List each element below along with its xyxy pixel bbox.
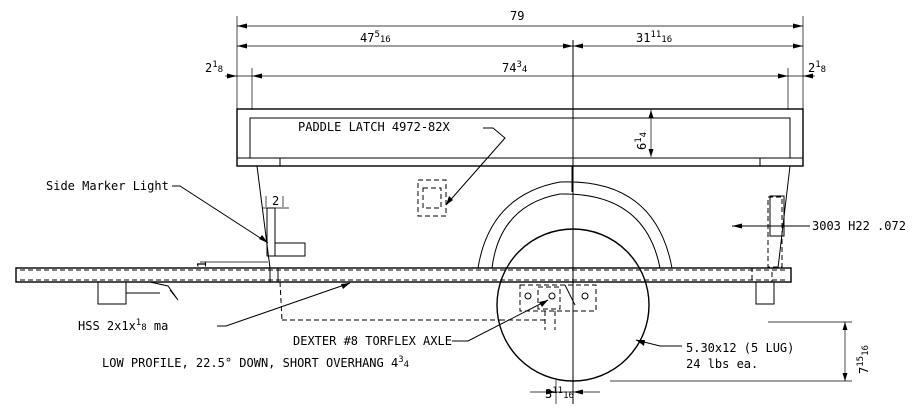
- svg-text:71516: 71516: [856, 345, 871, 374]
- axle-spec-label: LOW PROFILE, 22.5° DOWN, SHORT OVERHANG …: [102, 356, 398, 370]
- axle-spec-den: 4: [404, 360, 409, 370]
- edge-left-num: 1: [212, 60, 217, 70]
- side-marker-callout: Side Marker Light: [46, 179, 269, 244]
- paddle-latch: [417, 179, 447, 217]
- hss-den: 8: [141, 323, 146, 333]
- edge-right-num: 1: [815, 60, 820, 70]
- svg-text:218: 218: [808, 60, 826, 75]
- hss-callout: HSS 2x1x18 ma: [78, 282, 351, 333]
- hss-num: 1: [136, 318, 141, 328]
- axle-label: DEXTER #8 TORFLEX AXLE: [293, 334, 452, 348]
- svg-text:614: 614: [634, 132, 649, 150]
- side-height-num: 1: [634, 137, 644, 142]
- overall-dimension-label: 79: [510, 9, 524, 23]
- skin-label: 3003 H22 .072: [812, 219, 906, 233]
- tire-drop-whole: 7: [857, 367, 871, 374]
- hss-suffix: ma: [147, 319, 169, 333]
- paddle-latch-label: PADDLE LATCH 4972-82X: [298, 120, 450, 134]
- edge-left-den: 8: [218, 65, 223, 75]
- side-marker-label: Side Marker Light: [46, 179, 169, 193]
- svg-text:7434: 7434: [502, 60, 527, 75]
- marker-offset-label: 2: [272, 194, 279, 208]
- svg-text:47516: 47516: [360, 30, 391, 45]
- right-dim-whole: 31: [636, 31, 650, 45]
- edge-right-whole: 2: [808, 61, 815, 75]
- axle-spec-num: 3: [398, 355, 403, 365]
- overall-dimension: 79: [236, 9, 804, 110]
- skin-callout: 3003 H22 .072: [732, 219, 906, 233]
- coupler: [97, 267, 179, 305]
- tire-drop-dimension: 71516: [610, 321, 871, 382]
- axle-offset-den: 16: [563, 391, 574, 401]
- axle-offset-whole: 3: [545, 387, 552, 401]
- hss-label: HSS 2x1x: [78, 319, 136, 333]
- side-marker-light: 2 1: [195, 194, 306, 268]
- right-dim-num: 11: [650, 30, 661, 40]
- svg-text:HSS 2x1x18 ma: HSS 2x1x18 ma: [78, 318, 168, 333]
- wheel: [496, 228, 650, 382]
- lower-body-panel: [256, 165, 791, 269]
- small-tick-label: 1: [195, 261, 209, 268]
- axle-offset-num: 11: [552, 386, 563, 396]
- trailer-box: 614: [236, 108, 804, 167]
- inner-dim-num: 3: [516, 60, 521, 70]
- tire-callout: 5.30x12 (5 LUG) 24 lbs ea.: [635, 339, 794, 371]
- right-section-dimension: 311116: [573, 30, 803, 49]
- inner-dim-whole: 74: [502, 61, 516, 75]
- left-dim-whole: 47: [360, 31, 374, 45]
- tire-drop-den: 16: [861, 345, 871, 356]
- side-height-whole: 6: [635, 143, 649, 150]
- tire-weight-label: 24 lbs ea.: [686, 357, 758, 371]
- svg-text:LOW PROFILE, 22.5° DOWN, SHORT: LOW PROFILE, 22.5° DOWN, SHORT OVERHANG …: [102, 355, 409, 370]
- axle-callout: DEXTER #8 TORFLEX AXLE LOW PROFILE, 22.5…: [102, 299, 549, 370]
- svg-text:31116: 31116: [545, 386, 574, 401]
- inner-dimension: 7434 218 218: [205, 60, 826, 110]
- axle-offset-dimension: 31116: [530, 380, 600, 404]
- edge-left-whole: 2: [205, 61, 212, 75]
- left-dim-den: 16: [380, 35, 391, 45]
- paddle-latch-callout: PADDLE LATCH 4972-82X: [298, 120, 506, 206]
- tire-label: 5.30x12 (5 LUG): [686, 341, 794, 355]
- inner-dim-den: 4: [522, 65, 527, 75]
- tire-drop-num: 15: [856, 356, 866, 367]
- frame-rail: [15, 267, 792, 321]
- side-height-den: 4: [639, 132, 649, 137]
- right-dim-den: 16: [661, 35, 672, 45]
- left-section-dimension: 47516: [237, 30, 573, 49]
- edge-right-den: 8: [821, 65, 826, 75]
- svg-text:311116: 311116: [636, 30, 672, 45]
- svg-text:218: 218: [205, 60, 223, 75]
- rear-latch: [767, 195, 785, 268]
- left-dim-num: 5: [374, 30, 379, 40]
